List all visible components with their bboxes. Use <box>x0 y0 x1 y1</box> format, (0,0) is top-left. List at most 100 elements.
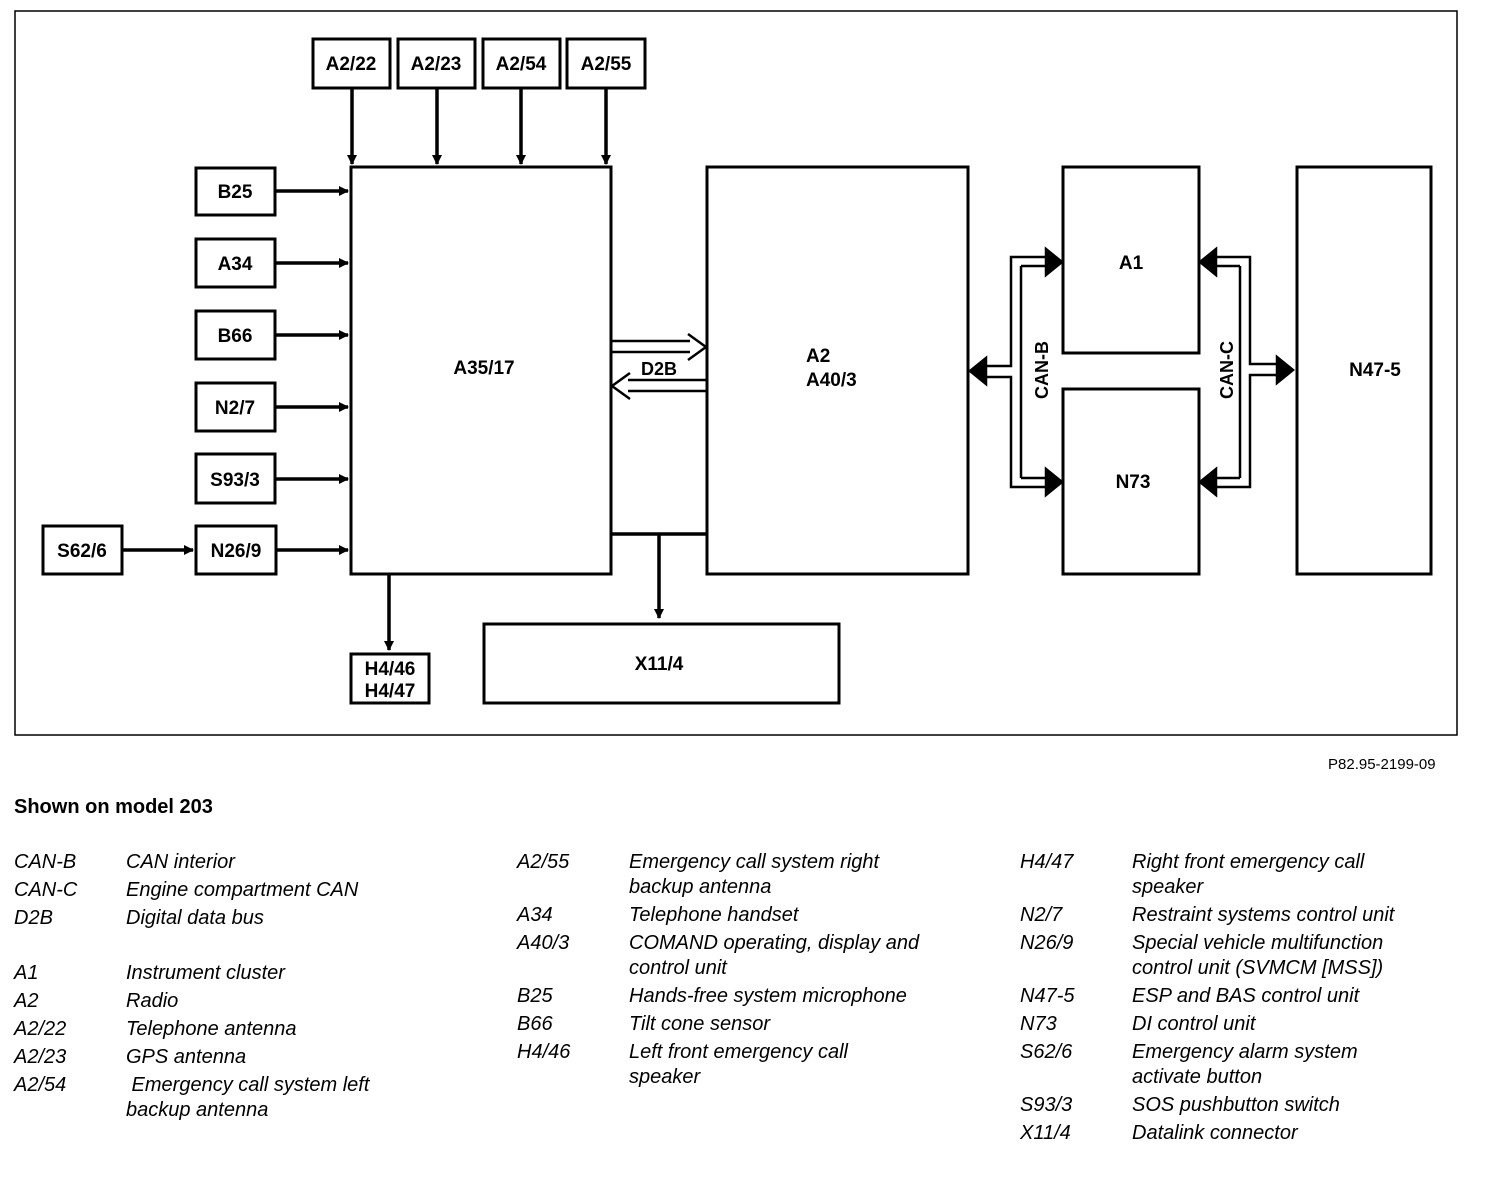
block-a35-17-label: A35/17 <box>453 358 514 379</box>
legend-code: A2/22 <box>14 1018 67 1040</box>
legend-item: A40/3 COMAND operating, display and contro… <box>517 931 919 981</box>
legend-desc: SOS pushbutton switch <box>1132 1094 1340 1116</box>
legend-item: B25 Hands-free system microphone <box>517 984 919 1009</box>
legend-code: A34 <box>517 904 553 926</box>
legend-desc: Restraint systems control unit <box>1132 904 1395 926</box>
legend-desc: GPS antenna <box>126 1046 247 1068</box>
legend-item: S93/3 SOS pushbutton switch <box>1020 1093 1394 1118</box>
block-a35-17: A35/17 <box>349 165 613 576</box>
x11-4-connection <box>611 532 707 618</box>
block-n26-9-label: N26/9 <box>211 541 262 562</box>
legend-code: S93/3 <box>1020 1094 1073 1116</box>
legend-desc-line: control unit <box>629 957 727 979</box>
legend-code: A2/55 <box>517 851 570 873</box>
figure-reference: P82.95-2199-09 <box>1328 756 1436 773</box>
legend-desc: Digital data bus <box>126 907 264 929</box>
legend-desc-line: COMAND operating, display and <box>629 932 920 954</box>
legend-desc: Radio <box>126 990 179 1012</box>
legend-desc: Telephone handset <box>629 904 799 926</box>
block-a40-3-label: A40/3 <box>806 370 857 391</box>
block-n26-9: N26/9 <box>194 524 278 576</box>
legend-code: N2/7 <box>1020 904 1063 926</box>
legend-column-3: H4/47 Right front emergency call speaker N… <box>1020 850 1394 1149</box>
legend-desc-line: activate button <box>1132 1066 1263 1088</box>
legend-code: B25 <box>517 985 553 1007</box>
legend-desc: Datalink connector <box>1132 1122 1298 1144</box>
legend-item: CAN-C Engine compartment CAN <box>14 878 369 903</box>
legend-code: A40/3 <box>517 932 570 954</box>
legend-desc: Tilt cone sensor <box>629 1013 770 1035</box>
legend-code: N73 <box>1020 1013 1057 1035</box>
block-s62-6-label: S62/6 <box>57 541 107 562</box>
legend-code: CAN-C <box>14 879 78 901</box>
block-b25-label: B25 <box>218 182 253 203</box>
antenna-arrows <box>347 88 611 165</box>
legend-desc-line: Left front emergency call <box>629 1041 848 1063</box>
legend-desc: Hands-free system microphone <box>629 985 907 1007</box>
block-a2-55-label: A2/55 <box>581 54 632 75</box>
legend-desc: Engine compartment CAN <box>126 879 359 901</box>
legend-desc-line: Emergency alarm system <box>1132 1041 1358 1063</box>
block-n73-label: N73 <box>1116 472 1151 493</box>
block-x11-4: X11/4 <box>482 622 841 705</box>
block-h4-47-label: H4/47 <box>365 681 416 702</box>
block-a34: A34 <box>194 237 277 289</box>
legend-desc: Emergency call system right backup antenn… <box>629 850 879 900</box>
legend-desc-line: backup antenna <box>629 876 772 898</box>
legend-desc-line: Special vehicle multifunction <box>1132 932 1384 954</box>
block-b66-label: B66 <box>218 326 253 347</box>
legend-code: H4/47 <box>1020 851 1074 873</box>
legend-desc: COMAND operating, display and control uni… <box>629 931 919 981</box>
block-a2-54-label: A2/54 <box>496 54 547 75</box>
block-a2-23-label: A2/23 <box>411 54 462 75</box>
d2b-label: D2B <box>641 359 677 379</box>
legend-desc: Emergency alarm system activate button <box>1132 1040 1358 1090</box>
block-diagram: A2/22 A2/23 A2/54 A2/55 B25 A34 B66 N2/7… <box>14 10 1458 736</box>
block-a2-23: A2/23 <box>396 37 477 90</box>
block-n47-5-label: N47-5 <box>1349 360 1401 381</box>
legend-desc: Right front emergency call speaker <box>1132 850 1364 900</box>
block-a2-55: A2/55 <box>565 37 647 90</box>
block-h4-46-label: H4/46 <box>365 659 416 680</box>
block-n2-7: N2/7 <box>194 381 277 433</box>
legend-desc-line: control unit (SVMCM [MSS]) <box>1132 957 1384 979</box>
legend-desc: ESP and BAS control unit <box>1132 985 1360 1007</box>
legend-desc-line: speaker <box>1132 876 1204 898</box>
block-n2-7-label: N2/7 <box>215 398 255 419</box>
legend-desc-line: Emergency call system right <box>629 851 880 873</box>
block-s93-3: S93/3 <box>194 452 277 505</box>
block-x11-4-label: X11/4 <box>635 654 684 675</box>
block-a2-a40-3: A2 A40/3 <box>705 165 970 576</box>
block-a2-22-label: A2/22 <box>326 54 377 75</box>
diagram-frame <box>14 10 1458 736</box>
legend-code: A2/54 <box>14 1074 67 1096</box>
model-note: Shown on model 203 <box>14 796 213 818</box>
legend-desc-line: Right front emergency call <box>1132 851 1365 873</box>
legend-code: A2/23 <box>14 1046 67 1068</box>
legend-desc: Special vehicle multifunction control uni… <box>1132 931 1383 981</box>
block-b25: B25 <box>194 166 277 217</box>
legend-code: A1 <box>14 962 39 984</box>
block-s93-3-label: S93/3 <box>210 470 260 491</box>
legend-desc: Telephone antenna <box>126 1018 297 1040</box>
can-c-bus <box>1198 246 1295 498</box>
legend-item: A34 Telephone handset <box>517 903 919 928</box>
legend-item: B66 Tilt cone sensor <box>517 1012 919 1037</box>
legend-code: B66 <box>517 1013 553 1035</box>
can-b-label: CAN-B <box>1032 341 1052 399</box>
legend-item: H4/47 Right front emergency call speaker <box>1020 850 1394 900</box>
input-arrows <box>122 186 349 555</box>
block-n47-5: N47-5 <box>1295 165 1433 576</box>
